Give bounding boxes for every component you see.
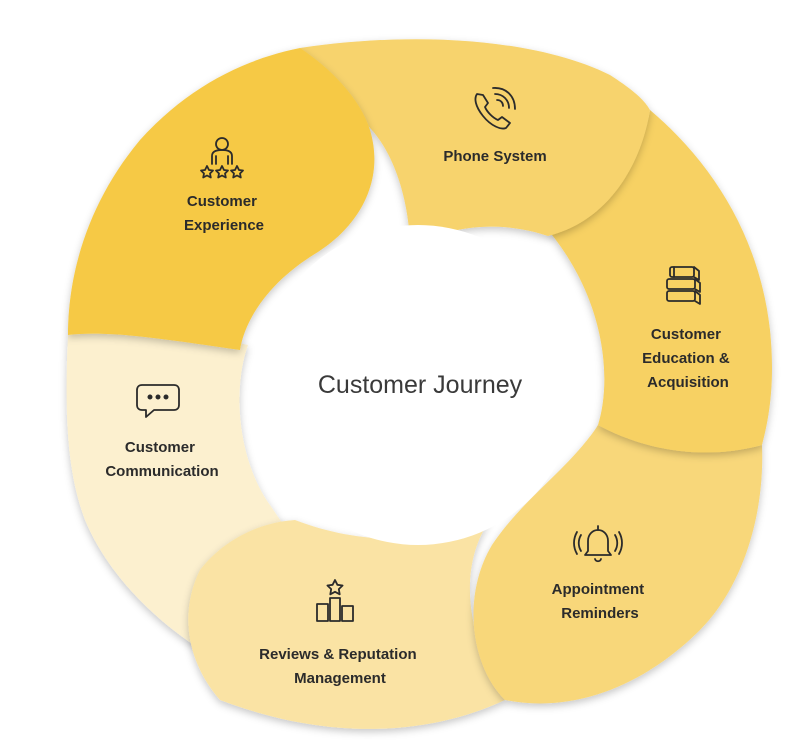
segment-customer-education[interactable] (548, 110, 773, 453)
label-line: Customer (187, 193, 257, 210)
label-line: Appointment (552, 581, 644, 598)
segment-label-customer-communication: Customer Communication (105, 439, 218, 480)
label-line: Phone System (443, 148, 546, 165)
ringing-bell-icon (573, 525, 623, 563)
person-stars-icon (200, 137, 244, 179)
stacked-books-icon (666, 266, 701, 305)
podium-star-icon (316, 579, 354, 622)
label-line: Customer (125, 439, 195, 456)
phone-ringing-icon (474, 87, 516, 130)
segment-labels: Customer Experience Phone System Custome… (105, 148, 734, 687)
label-line: Communication (105, 463, 218, 480)
label-line: Reviews & Reputation (259, 646, 417, 663)
segment-label-reviews-reputation: Reviews & Reputation Management (259, 646, 421, 687)
segments-layer (66, 39, 773, 729)
label-line: Education & (642, 350, 730, 367)
chat-bubble-icon (136, 384, 180, 418)
label-line: Customer (651, 326, 721, 343)
segment-customer-experience[interactable] (68, 48, 375, 350)
center-title: Customer Journey (318, 371, 523, 399)
segment-label-customer-experience: Customer Experience (184, 193, 264, 234)
segment-appointment-reminders[interactable] (473, 425, 763, 704)
segment-phone-system[interactable] (300, 39, 650, 249)
segment-label-phone-system: Phone System (443, 148, 546, 165)
label-line: Acquisition (647, 374, 729, 391)
center-circle (258, 225, 578, 545)
segment-reviews-reputation[interactable] (188, 520, 506, 729)
label-line: Experience (184, 217, 264, 234)
label-line: Management (294, 670, 386, 687)
segment-label-appointment-reminders: Appointment Reminders (552, 581, 649, 622)
segment-label-customer-education: Customer Education & Acquisition (642, 326, 734, 391)
label-line: Reminders (561, 605, 639, 622)
